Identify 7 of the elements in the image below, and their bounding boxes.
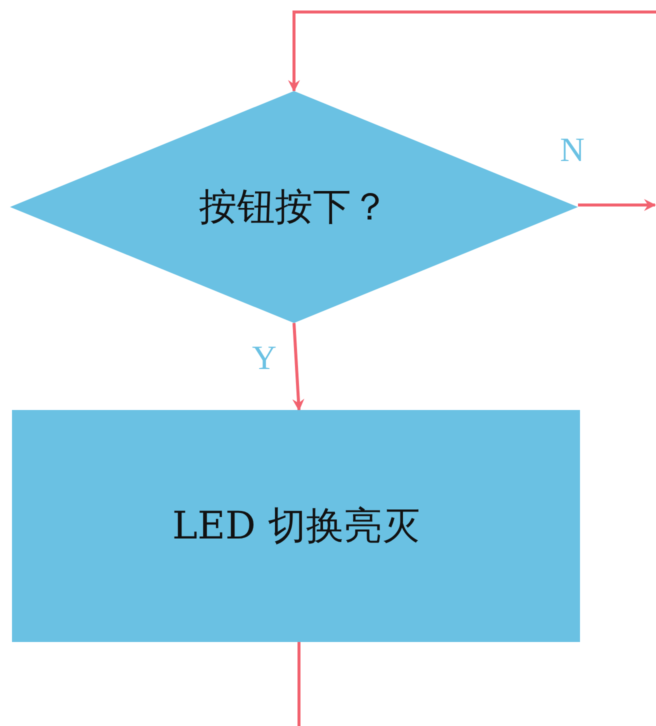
process-box: LED 切换亮灭 — [12, 410, 580, 642]
arrow — [292, 322, 304, 411]
edge-label: N — [560, 132, 585, 170]
arrow — [288, 10, 656, 92]
connector-line — [298, 642, 300, 726]
edge-label: Y — [252, 340, 277, 378]
arrow — [578, 199, 656, 211]
